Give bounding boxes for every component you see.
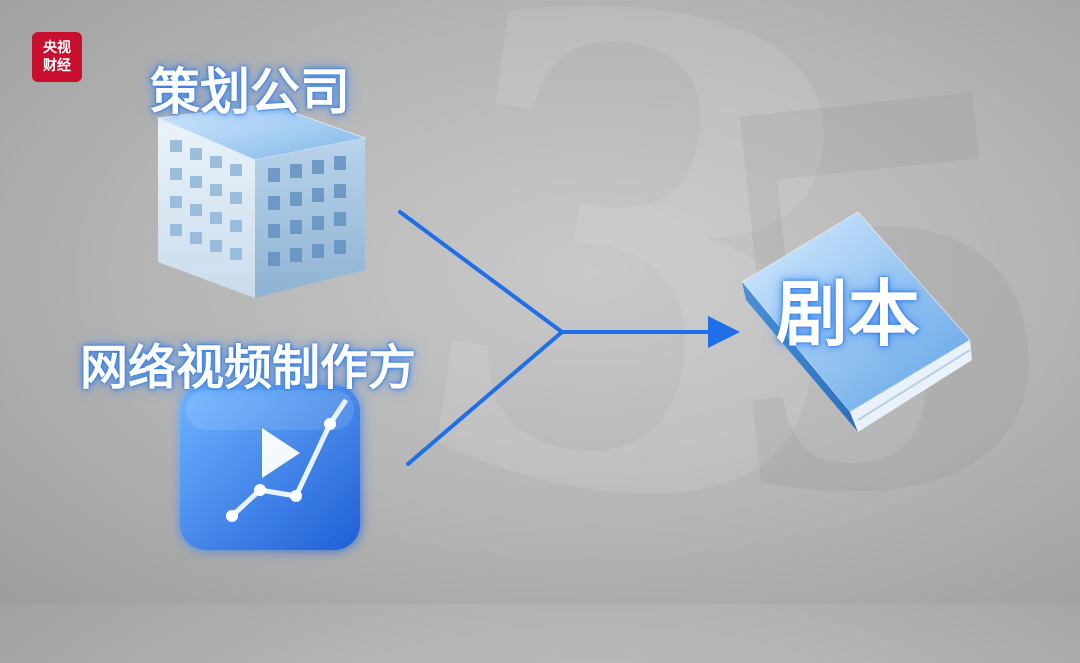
- office-building-icon: [156, 103, 367, 298]
- merge-connector: [398, 210, 714, 466]
- connector-from-producer: [406, 330, 564, 466]
- company-label: 策划公司: [150, 63, 350, 121]
- channel-logo: 央视 财经: [32, 32, 82, 82]
- diagram-canvas: [156, 103, 972, 550]
- logo-line-2: 财经: [43, 58, 71, 74]
- connector-from-company: [398, 210, 564, 334]
- book-icon: [741, 211, 972, 432]
- play-icon: [262, 428, 300, 478]
- producer-label: 网络视频制作方: [80, 340, 417, 396]
- logo-line-1: 央视: [43, 40, 71, 56]
- script-label: 剧本: [776, 272, 921, 356]
- arrowhead-icon: [708, 316, 740, 348]
- video-chart-icon: [180, 385, 360, 550]
